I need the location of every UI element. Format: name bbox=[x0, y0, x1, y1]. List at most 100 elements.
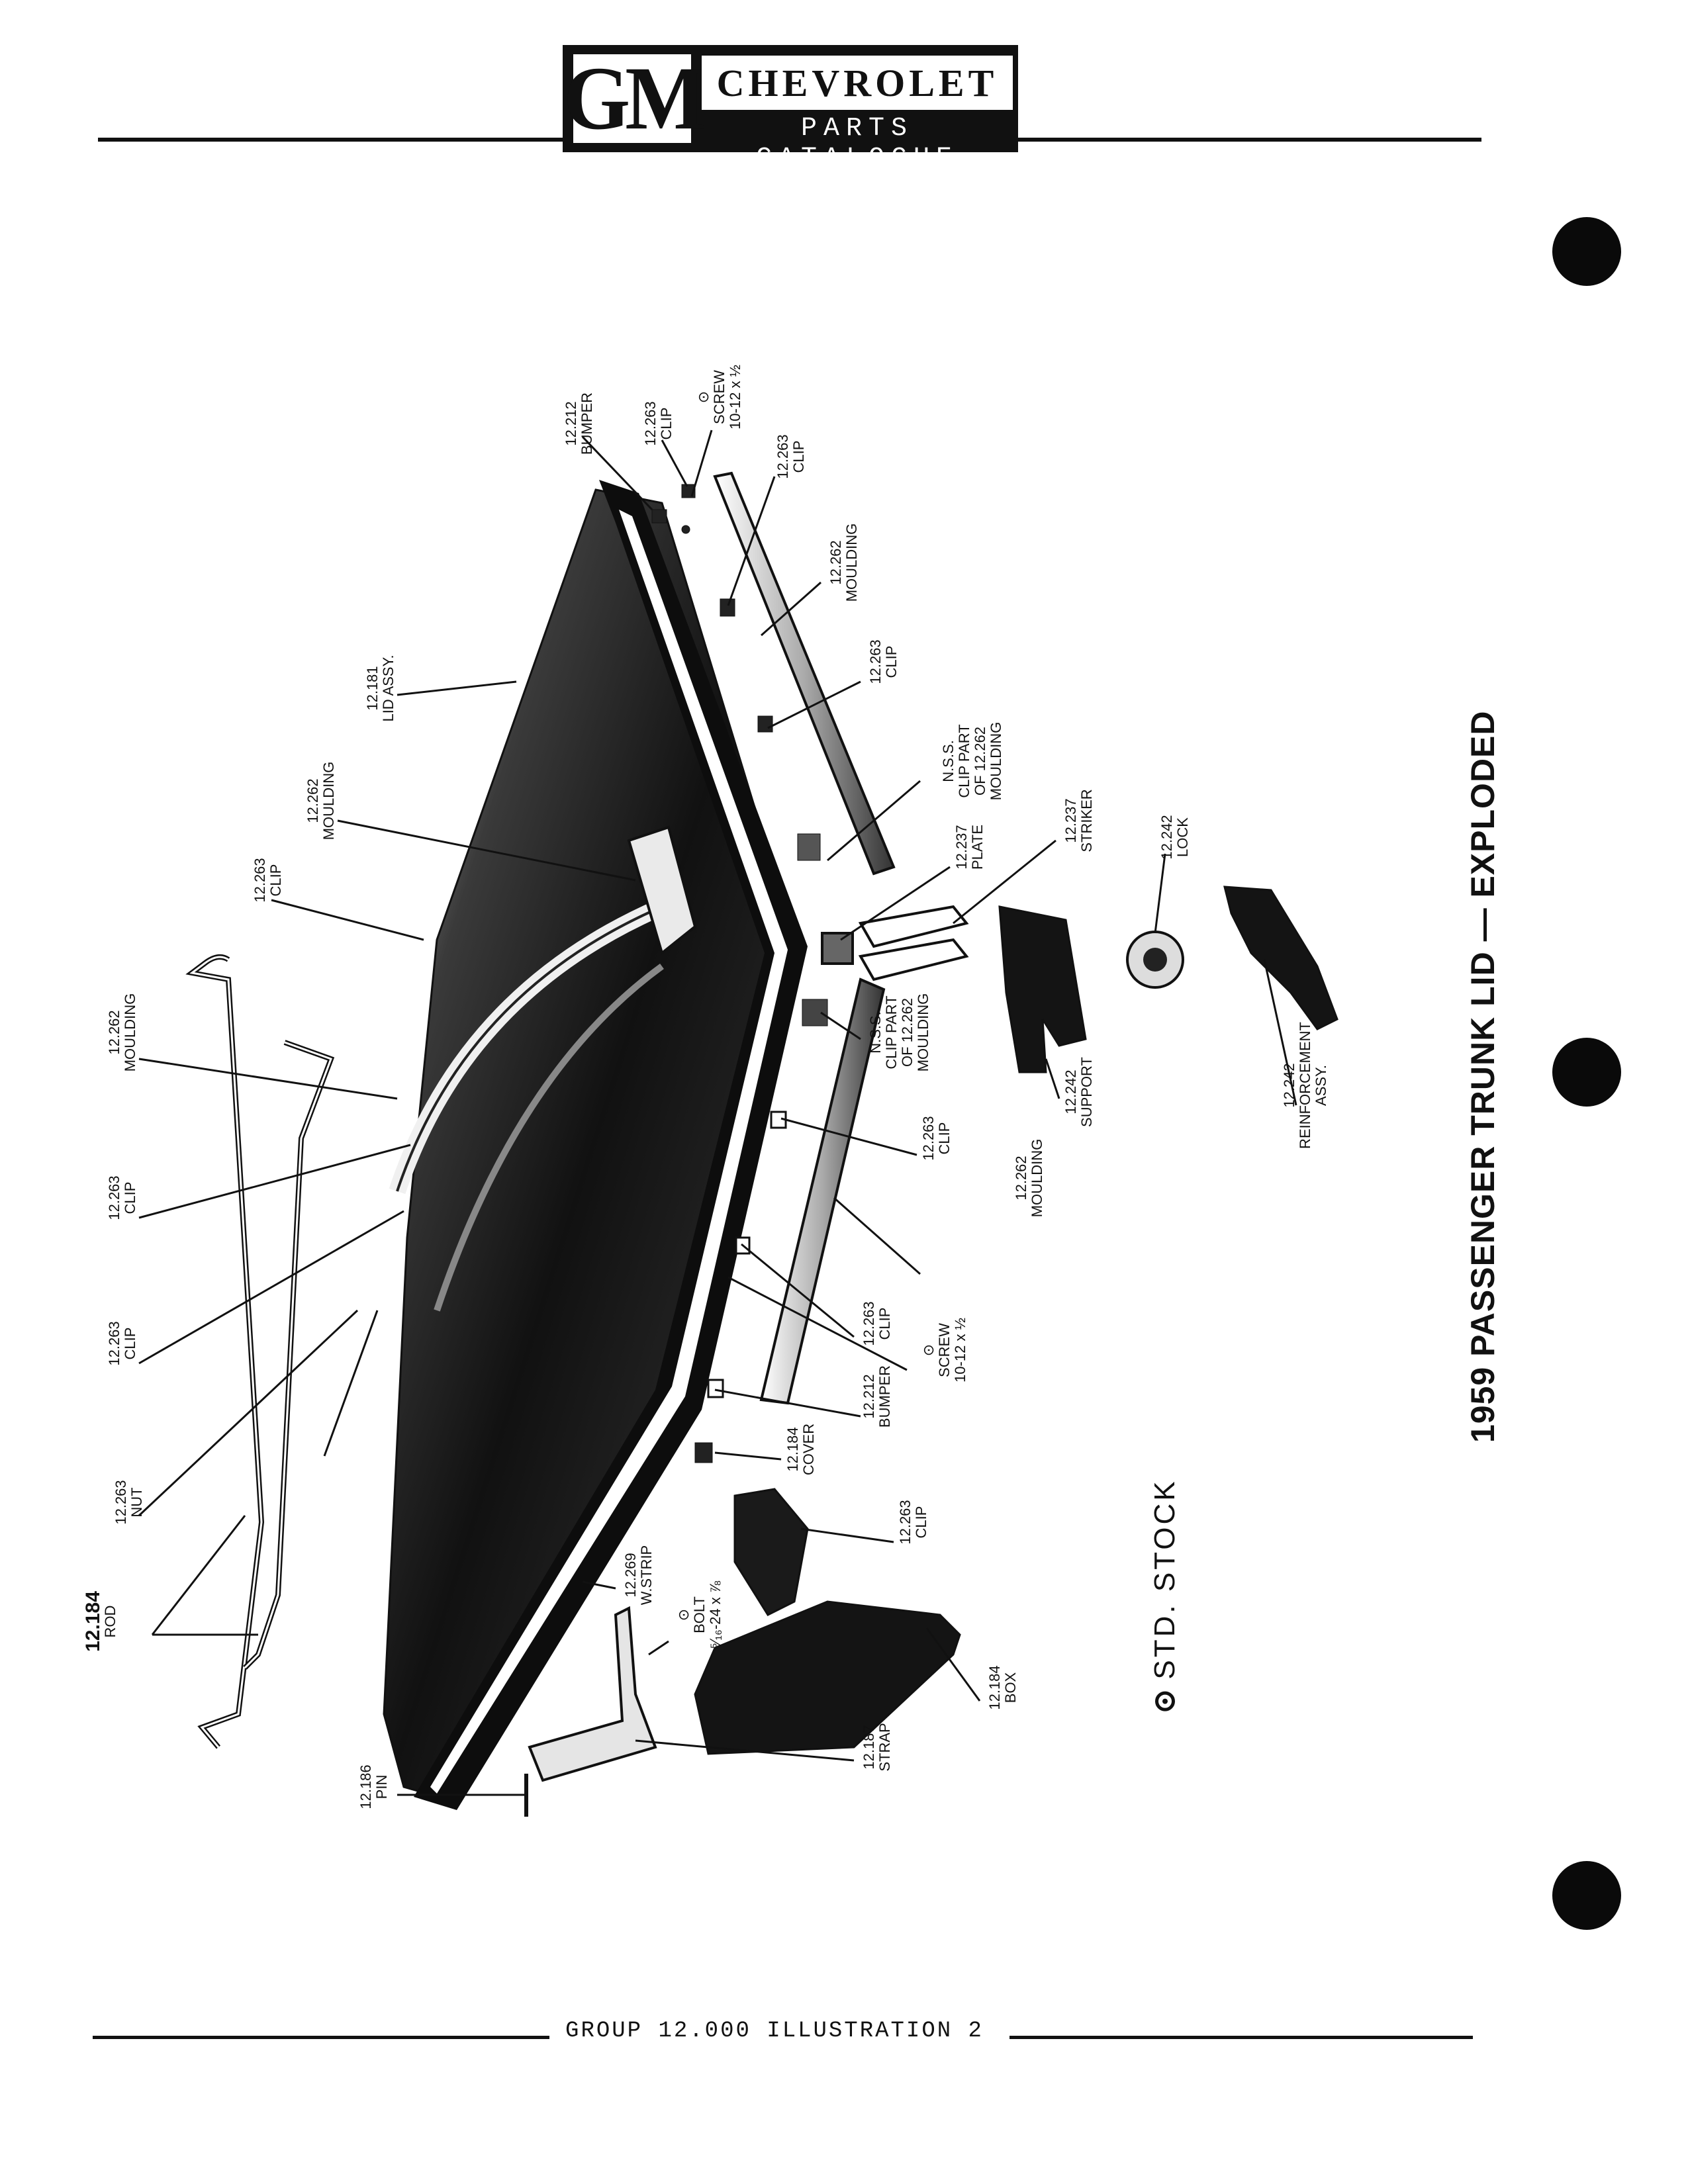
lock-support bbox=[998, 905, 1087, 1073]
std-stock-symbol-icon bbox=[1155, 1691, 1175, 1711]
callout-name: BOLT bbox=[691, 1596, 708, 1633]
callout-num: 12.237 bbox=[953, 825, 970, 869]
callout-spec: 10-12 x ½ bbox=[727, 365, 743, 430]
callout-num: 12.242 bbox=[1281, 1063, 1297, 1107]
callout-num: ⊙ bbox=[675, 1609, 692, 1621]
figure-title: 1959 PASSENGER TRUNK LID — EXPLODED bbox=[1464, 710, 1501, 1443]
callout-spec: ASSY. bbox=[1313, 1065, 1329, 1106]
callout-num: 12.262 bbox=[827, 540, 844, 584]
callout-spec: OF 12.262 bbox=[972, 727, 988, 796]
callout-name: CLIP bbox=[790, 441, 807, 473]
callout-name: SUPPORT bbox=[1078, 1057, 1095, 1127]
callout-name: CLIP bbox=[122, 1328, 138, 1360]
callout-num: 12.263 bbox=[867, 639, 884, 684]
callout-num: 12.263 bbox=[642, 401, 659, 445]
callout-spec2: MOULDING bbox=[988, 722, 1004, 801]
callout-num: 12.263 bbox=[113, 1480, 129, 1524]
clip-parts bbox=[651, 484, 828, 1463]
binder-hole-bottom bbox=[1552, 1861, 1621, 1930]
callout-name: CLIP bbox=[913, 1506, 929, 1539]
std-stock-text: STD. STOCK bbox=[1149, 1479, 1181, 1680]
callout-num: 12.269 bbox=[622, 1553, 639, 1597]
callout-num: 12.184 bbox=[82, 1591, 104, 1652]
callout-name: LOCK bbox=[1174, 817, 1191, 857]
callout-num: 12.263 bbox=[861, 1301, 877, 1345]
callout-num: 12.263 bbox=[252, 858, 268, 902]
reinforcement-assy bbox=[1223, 886, 1338, 1030]
callout-num: 12.242 bbox=[1158, 815, 1175, 859]
hinge-cover bbox=[733, 1488, 809, 1616]
callout-num: 12.263 bbox=[106, 1175, 122, 1220]
callout-name: CLIP PART bbox=[883, 995, 900, 1069]
binder-hole-middle bbox=[1552, 1038, 1621, 1107]
gm-logo-text: GM bbox=[563, 48, 706, 149]
callout-name: LID ASSY. bbox=[380, 655, 397, 721]
callout-num: ⊙ bbox=[695, 391, 712, 403]
trunk-lid-assembly bbox=[383, 480, 808, 1810]
catalogue-subtitle: PARTS CATALOGUE bbox=[755, 114, 959, 173]
callout-name: CLIP bbox=[883, 646, 900, 678]
callout-name: REINFORCEMENT bbox=[1297, 1022, 1313, 1149]
callout-name: CLIP bbox=[122, 1182, 138, 1214]
binder-hole-top bbox=[1552, 217, 1621, 286]
torsion-rods bbox=[185, 954, 335, 1749]
leader-lines bbox=[138, 430, 1297, 1796]
callout-num: 12.237 bbox=[1062, 798, 1079, 842]
footer-rule-right bbox=[1009, 2036, 1473, 2039]
callout-num: 12.184 bbox=[986, 1665, 1003, 1709]
callout-name: BOX bbox=[1002, 1672, 1019, 1703]
callout-name: NUT bbox=[128, 1487, 145, 1517]
callout-name: CLIP bbox=[876, 1308, 893, 1340]
callout-name: STRAP bbox=[876, 1723, 893, 1771]
callout-name: CLIP bbox=[267, 864, 284, 897]
std-stock-note: STD. STOCK bbox=[1149, 1479, 1182, 1711]
callout-name: W.STRIP bbox=[638, 1545, 655, 1605]
callout-spec2: MOULDING bbox=[915, 993, 931, 1072]
hinge-strap bbox=[528, 1606, 657, 1782]
callout-num: 12.181 bbox=[364, 666, 381, 710]
callout-num: 12.263 bbox=[106, 1321, 122, 1365]
callout-num: 12.186 bbox=[357, 1764, 374, 1809]
right-upper-moulding bbox=[713, 471, 896, 876]
callout-num: 12.242 bbox=[1062, 1069, 1079, 1114]
callout-num: N.S.S. bbox=[940, 740, 957, 782]
footer-caption: GROUP 12.000 ILLUSTRATION 2 bbox=[565, 2019, 984, 2044]
callout-num: 12.263 bbox=[897, 1500, 914, 1544]
callout-name: COVER bbox=[800, 1424, 817, 1475]
callout-num: 12.263 bbox=[774, 434, 791, 478]
callout-spec: ⁵⁄₁₆-24 x ⅞ bbox=[707, 1580, 724, 1649]
callout-num: 12.212 bbox=[861, 1374, 877, 1418]
callout-name: STRIKER bbox=[1078, 789, 1095, 852]
callout-num: 12.263 bbox=[920, 1116, 937, 1160]
callout-name: CLIP bbox=[936, 1122, 953, 1155]
callout-name: BUMPER bbox=[876, 1365, 893, 1428]
